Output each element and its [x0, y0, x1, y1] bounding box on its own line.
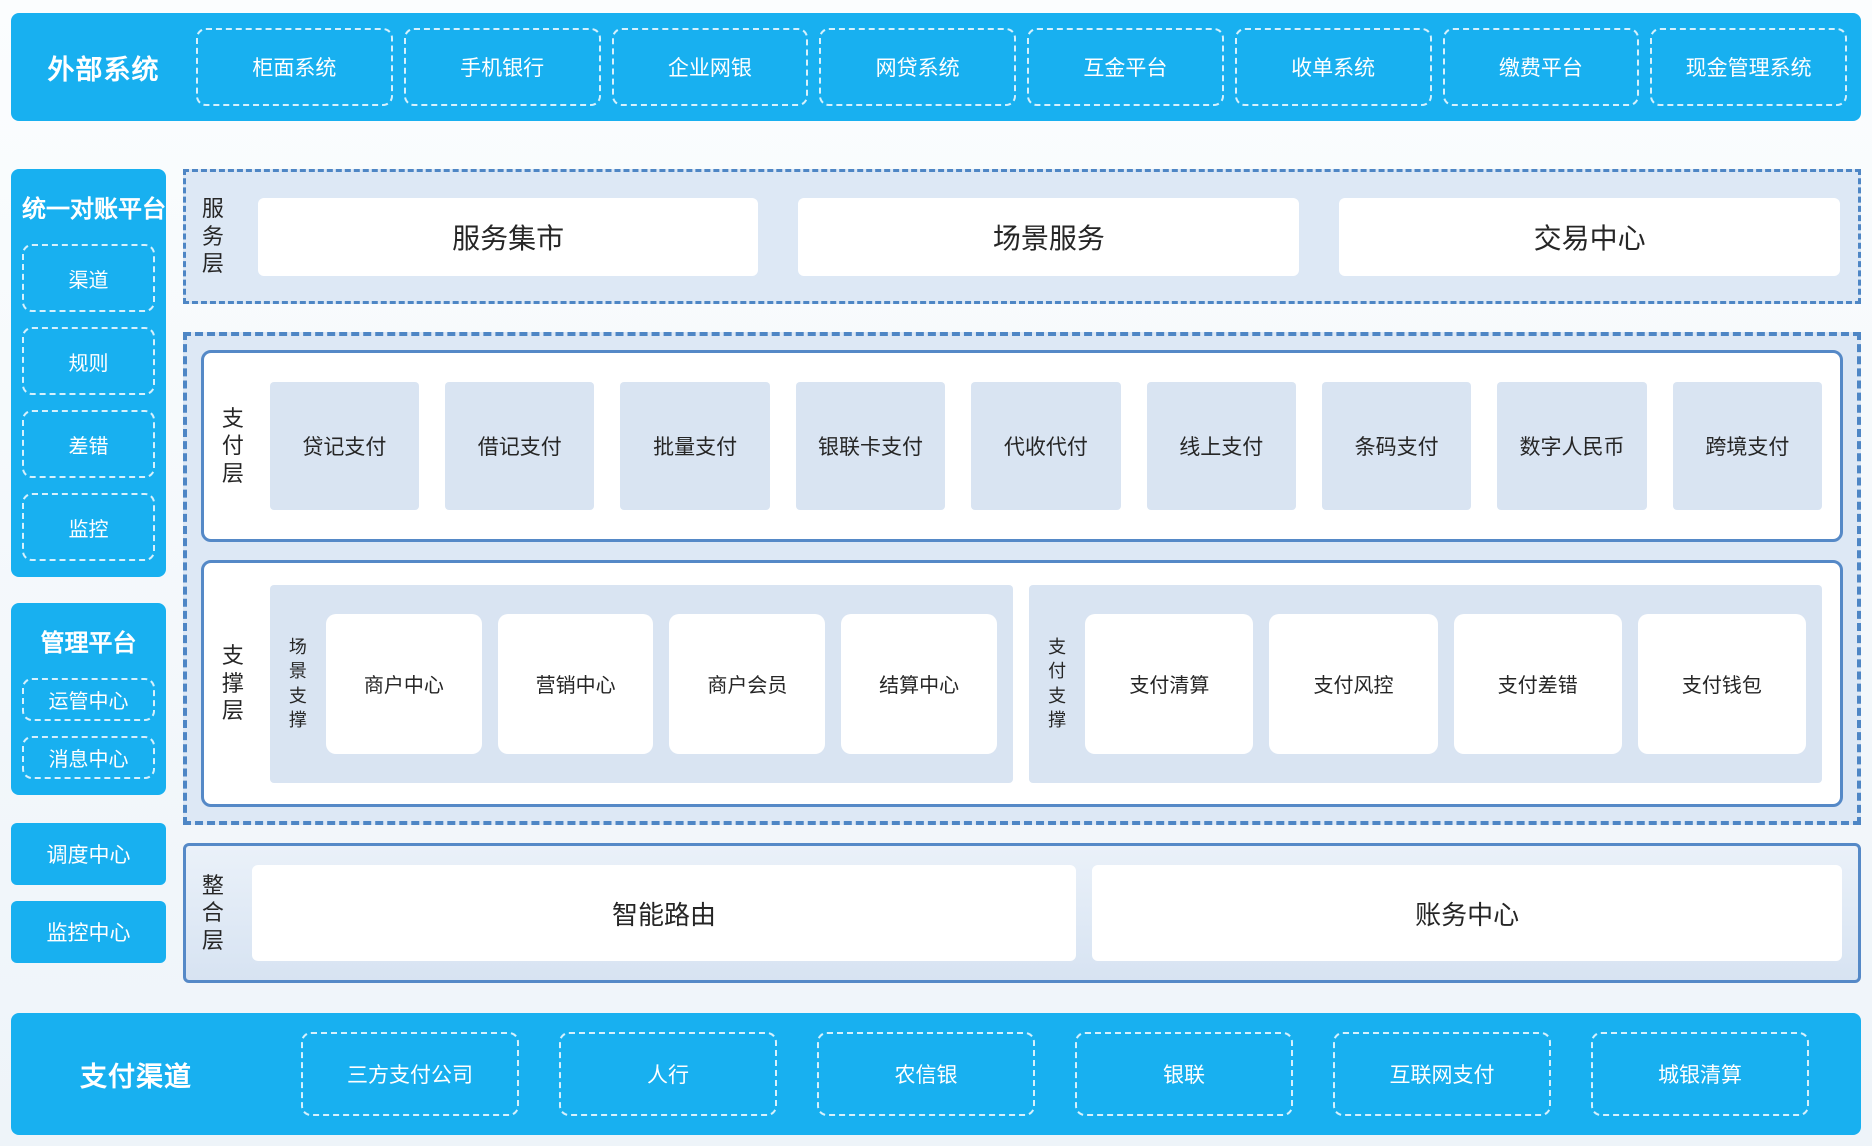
external-system-item: 缴费平台 [1442, 28, 1640, 106]
external-systems-label: 外部系统 [47, 54, 160, 85]
payment-channel-item: 三方支付公司 [301, 1032, 519, 1116]
support-node: 商户中心 [325, 613, 482, 754]
support-node: 营销中心 [497, 613, 654, 754]
payment-node: 借记支付 [445, 382, 595, 510]
payment-layer-label: 支付层 [221, 405, 244, 486]
left-sidebar: 统一对账平台 渠道 规则 差错 监控 管理平台 运管中心 消息中心 调度中心 监… [11, 169, 166, 983]
service-layer-items: 服务集市 场景服务 交易中心 [257, 197, 1840, 276]
integration-layer-label: 整合层 [201, 872, 224, 953]
core-dashed-region: 支付层 贷记支付 借记支付 批量支付 银联卡支付 代收代付 线上支付 条码支付 … [183, 332, 1861, 825]
external-system-item: 现金管理系统 [1650, 28, 1847, 106]
external-system-item: 柜面系统 [196, 28, 393, 106]
payment-node: 条码支付 [1321, 382, 1472, 510]
payment-support-label: 支付支撑 [1048, 636, 1067, 730]
payment-channel-item: 互联网支付 [1333, 1032, 1551, 1116]
scene-support-group: 场景支撑 商户中心 营销中心 商户会员 结算中心 [269, 584, 1013, 783]
service-layer-label: 服务层 [201, 196, 224, 277]
support-layer-groups: 场景支撑 商户中心 营销中心 商户会员 结算中心 支付支撑 支付清算 支付风控 … [269, 584, 1822, 783]
service-node: 服务集市 [257, 197, 759, 276]
integration-layer-items: 智能路由 账务中心 [251, 865, 1842, 961]
payment-channels-items: 三方支付公司 人行 农信银 银联 互联网支付 城银清算 [301, 1032, 1809, 1116]
payment-node: 代收代付 [971, 382, 1121, 510]
management-item: 运管中心 [22, 678, 155, 721]
payment-node: 数字人民币 [1497, 382, 1647, 510]
support-node: 支付钱包 [1637, 613, 1806, 754]
payment-channel-item: 城银清算 [1591, 1032, 1809, 1116]
external-system-item: 网贷系统 [819, 28, 1016, 106]
payment-node: 贷记支付 [269, 382, 420, 510]
management-platform-items: 运管中心 消息中心 [22, 678, 155, 779]
payment-node: 批量支付 [620, 382, 770, 510]
integration-node: 账务中心 [1092, 865, 1842, 961]
support-layer-label: 支撑层 [221, 643, 244, 724]
middle-section: 统一对账平台 渠道 规则 差错 监控 管理平台 运管中心 消息中心 调度中心 监… [11, 169, 1861, 983]
external-system-item: 收单系统 [1234, 28, 1432, 106]
payment-channels-label: 支付渠道 [80, 1061, 192, 1092]
scene-support-label: 场景支撑 [288, 636, 307, 730]
external-system-item: 互金平台 [1027, 28, 1224, 106]
payment-channel-item: 人行 [559, 1032, 777, 1116]
management-platform-title: 管理平台 [40, 630, 137, 657]
external-system-item: 手机银行 [403, 28, 601, 106]
service-node: 场景服务 [798, 197, 1300, 276]
external-systems-bar: 外部系统 柜面系统 手机银行 企业网银 网贷系统 互金平台 收单系统 缴费平台 … [11, 13, 1861, 121]
support-node: 结算中心 [841, 613, 997, 754]
support-node: 支付差错 [1453, 613, 1622, 754]
payment-channel-item: 银联 [1075, 1032, 1293, 1116]
payment-layer-items: 贷记支付 借记支付 批量支付 银联卡支付 代收代付 线上支付 条码支付 数字人民… [269, 382, 1823, 510]
integration-node: 智能路由 [251, 865, 1077, 961]
monitor-center-block: 监控中心 [11, 901, 166, 963]
payment-node: 银联卡支付 [795, 382, 946, 510]
reconciliation-item: 差错 [22, 410, 155, 478]
layered-content: 服务层 服务集市 场景服务 交易中心 支付层 贷记支付 借记支付 批量支付 银联… [183, 169, 1861, 983]
reconciliation-item: 规则 [22, 327, 155, 395]
service-node: 交易中心 [1339, 197, 1840, 276]
payment-layer-box: 支付层 贷记支付 借记支付 批量支付 银联卡支付 代收代付 线上支付 条码支付 … [201, 350, 1843, 542]
payment-node: 跨境支付 [1672, 382, 1823, 510]
reconciliation-platform-block: 统一对账平台 渠道 规则 差错 监控 [11, 169, 166, 577]
service-layer-region: 服务层 服务集市 场景服务 交易中心 [183, 169, 1861, 304]
reconciliation-item: 监控 [22, 493, 155, 561]
external-system-item: 企业网银 [611, 28, 809, 106]
support-layer-box: 支撑层 场景支撑 商户中心 营销中心 商户会员 结算中心 支付支撑 支付清算 [201, 560, 1843, 807]
dispatch-center-block: 调度中心 [11, 823, 166, 885]
management-item: 消息中心 [22, 736, 155, 779]
reconciliation-item: 渠道 [22, 244, 155, 312]
payment-support-group: 支付支撑 支付清算 支付风控 支付差错 支付钱包 [1028, 584, 1822, 783]
integration-layer-region: 整合层 智能路由 账务中心 [183, 843, 1861, 983]
external-systems-items: 柜面系统 手机银行 企业网银 网贷系统 互金平台 收单系统 缴费平台 现金管理系… [196, 28, 1847, 106]
support-node: 支付风控 [1269, 613, 1438, 754]
management-platform-block: 管理平台 运管中心 消息中心 [11, 603, 166, 795]
payment-channels-bar: 支付渠道 三方支付公司 人行 农信银 银联 互联网支付 城银清算 [11, 1013, 1861, 1135]
reconciliation-platform-title: 统一对账平台 [22, 196, 166, 223]
payment-node: 线上支付 [1146, 382, 1296, 510]
support-node: 商户会员 [669, 613, 826, 754]
support-node: 支付清算 [1085, 613, 1254, 754]
reconciliation-platform-items: 渠道 规则 差错 监控 [22, 244, 155, 561]
payment-channel-item: 农信银 [817, 1032, 1035, 1116]
